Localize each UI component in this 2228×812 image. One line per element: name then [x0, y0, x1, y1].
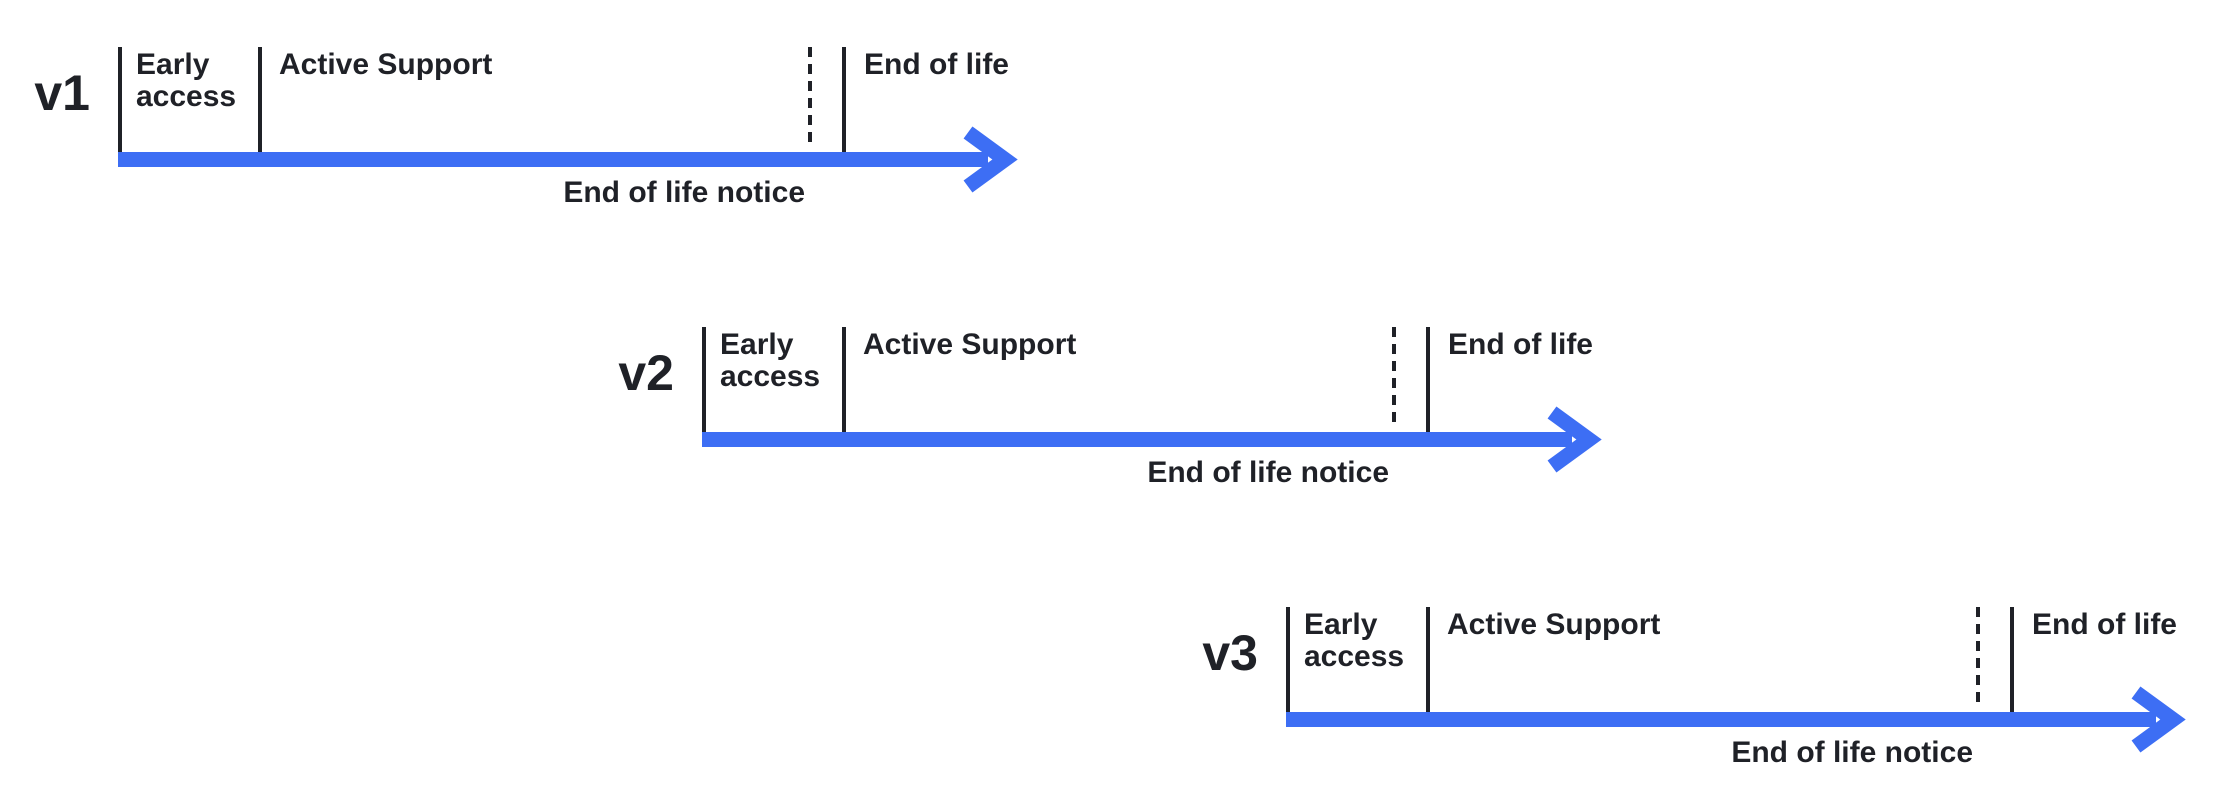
- end-of-life-notice-label: End of life notice: [1147, 456, 1389, 489]
- active-support-label: Active Support: [863, 328, 1077, 361]
- end-of-life-label: End of life: [1448, 328, 1593, 361]
- version-label: v3: [1202, 625, 1258, 681]
- end-of-life-label: End of life: [2032, 608, 2177, 641]
- end-of-life-notice-label: End of life notice: [1731, 736, 1973, 769]
- end-of-life-notice-label: End of life notice: [563, 176, 805, 209]
- early-access-start-tick: [118, 47, 122, 152]
- timeline-arrow: [702, 406, 1602, 473]
- early-access-start-tick: [1286, 607, 1290, 712]
- active-support-start-tick: [842, 327, 846, 432]
- active-support-label: Active Support: [1447, 608, 1661, 641]
- timeline-arrow: [118, 126, 1018, 193]
- end-of-life-notice-dashed-tick: [808, 47, 812, 148]
- early-access-label: Early access: [1304, 608, 1405, 673]
- version-label: v2: [618, 345, 674, 401]
- end-of-life-label: End of life: [864, 48, 1009, 81]
- early-access-label: Early access: [720, 328, 821, 393]
- active-support-start-tick: [258, 47, 262, 152]
- timeline-arrow: [1286, 686, 2186, 753]
- end-of-life-notice-dashed-tick: [1392, 327, 1396, 428]
- version-label: v1: [34, 65, 90, 121]
- end-of-life-tick: [2010, 607, 2014, 712]
- end-of-life-tick: [842, 47, 846, 152]
- end-of-life-notice-dashed-tick: [1976, 607, 1980, 708]
- active-support-start-tick: [1426, 607, 1430, 712]
- early-access-start-tick: [702, 327, 706, 432]
- early-access-label: Early access: [136, 48, 237, 113]
- active-support-label: Active Support: [279, 48, 493, 81]
- end-of-life-tick: [1426, 327, 1430, 432]
